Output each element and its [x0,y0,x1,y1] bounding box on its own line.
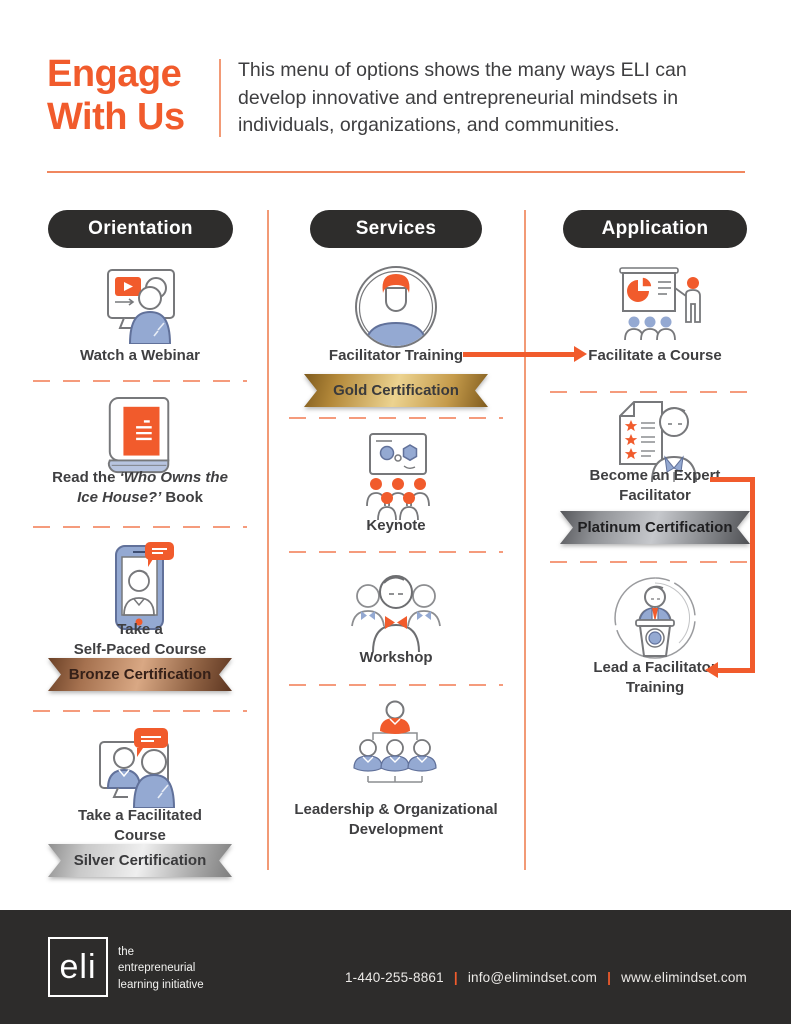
item-label-lead-training: Lead a Facilitator Training [540,658,770,697]
ribbon-text: Bronze Certification [48,658,232,691]
dashed-divider [33,526,247,528]
dashed-divider [33,380,247,382]
item-label-leadership-org: Leadership & Organizational Development [281,800,511,839]
column-divider-left [267,210,269,870]
item-label-self-paced: Take a Self-Paced Course [25,620,255,659]
connector-expert-to-lead-bottom [717,668,755,673]
org-development-icon [348,700,443,792]
gold-certification-ribbon: Gold Certification [304,374,488,407]
footer-tagline: the entrepreneurial learning initiative [118,944,204,993]
dashed-divider [550,391,760,393]
self-paced-phone-icon [103,541,177,633]
tagline-line: entrepreneurial [118,962,196,975]
item-label-workshop: Workshop [359,649,433,666]
webinar-icon [88,266,192,344]
workshop-icon [346,568,446,652]
ribbon-text: Silver Certification [48,844,232,877]
book-label-prefix: Read the [52,469,120,486]
dashed-divider [289,684,503,686]
footer-website: www.elimindset.com [621,970,747,985]
item-label-watch-webinar: Watch a Webinar [79,347,201,364]
keynote-icon [346,432,446,520]
facilitate-course-icon [600,266,710,348]
eli-logo: eli [48,937,108,997]
label-line: Lead a Facilitator [593,659,717,676]
label-line: Development [348,820,444,838]
book-label-suffix: Book [161,488,203,506]
connector-expert-to-lead-vertical [750,477,755,673]
facilitated-course-icon [88,728,192,808]
label-line: Course [114,826,166,844]
column-header-services: Services [310,210,482,248]
item-label-facilitated-course: Take a Facilitated Course [25,806,255,845]
label-line: Leadership & Organizational [294,801,498,818]
footer: eli the entrepreneurial learning initiat… [0,910,791,1024]
footer-contact: 1-440-255-8861 | info@elimindset.com | www.e… [300,970,747,985]
label-line: Become an Expert [589,467,721,484]
page-title-line1: Engage [47,53,182,95]
lead-training-podium-icon [611,574,699,662]
item-label-keynote: Keynote [366,517,426,534]
connector-expert-to-lead-top [710,477,755,482]
connector-expert-to-lead-head [705,662,718,678]
footer-phone: 1-440-255-8861 [344,970,444,985]
contact-separator: | [453,970,458,985]
book-icon [101,393,179,483]
arrow-facilitator-to-course-head [574,346,587,362]
expert-facilitator-icon [610,400,700,482]
ribbon-text: Gold Certification [304,374,488,407]
label-line: Take a [117,621,163,638]
dashed-divider [289,417,503,419]
dashed-divider [33,710,247,712]
dashed-divider [289,551,503,553]
label-line: Facilitator [619,486,691,504]
tagline-line: learning initiative [118,978,204,991]
contact-separator: | [607,970,612,985]
label-line: Take a Facilitated [78,807,202,824]
label-line: Self-Paced Course [73,640,207,658]
header-vertical-rule [219,59,221,137]
label-line: Training [625,678,685,696]
facilitator-avatar-icon [353,264,439,350]
arrow-facilitator-to-course-line [463,352,576,357]
column-header-application: Application [563,210,747,248]
ribbon-text: Platinum Certification [560,511,750,544]
item-label-become-expert: Become an Expert Facilitator [540,466,770,505]
platinum-certification-ribbon: Platinum Certification [560,511,750,544]
column-divider-right [524,210,526,870]
silver-certification-ribbon: Silver Certification [48,844,232,877]
header-horizontal-rule [47,171,745,173]
intro-paragraph: This menu of options shows the many ways… [238,59,687,137]
item-label-read-book: Read the ‘Who Owns the Ice House?’ Book [51,468,229,507]
tagline-line: the [118,946,134,958]
page-title: Engage With Us [47,53,217,138]
bronze-certification-ribbon: Bronze Certification [48,658,232,691]
eli-logo-text: eli [59,947,97,986]
item-label-facilitate-course: Facilitate a Course [588,347,722,364]
item-label-facilitator-training: Facilitator Training [328,347,464,364]
column-header-orientation: Orientation [48,210,233,248]
footer-email: info@elimindset.com [467,970,598,985]
page-title-line2: With Us [47,95,185,138]
book-label-title: ‘Who Owns the Ice House?’ [77,469,228,506]
dashed-divider [550,561,760,563]
